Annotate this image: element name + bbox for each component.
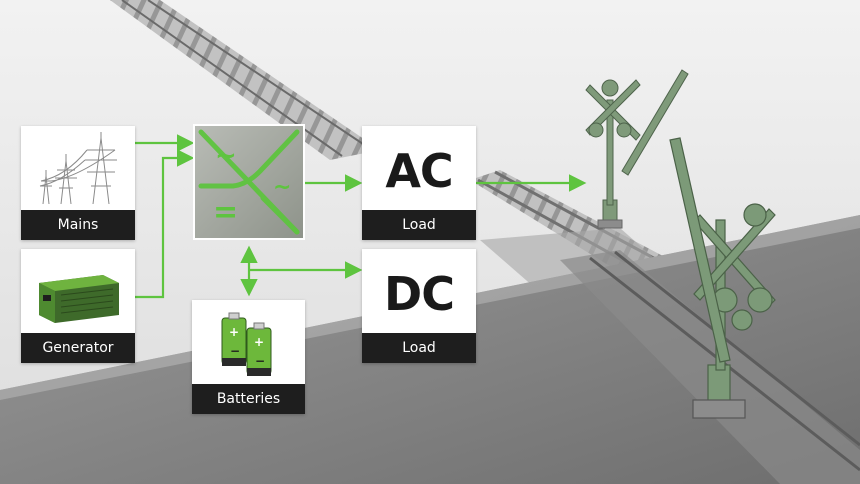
dc-load-title: DC (384, 267, 455, 321)
dc-load-card: DC Load (362, 249, 476, 363)
svg-text:−: − (230, 344, 240, 358)
generator-label: Generator (21, 333, 135, 363)
svg-text:+: + (229, 325, 239, 339)
ac-symbol-output: ~ (273, 175, 291, 200)
ac-dc-converter-icon: ~ ~ = (193, 124, 305, 240)
crossing-signal-far (585, 69, 689, 229)
dc-load-label: Load (362, 333, 476, 363)
ac-load-card: AC Load (362, 126, 476, 240)
batteries-label: Batteries (192, 384, 305, 414)
svg-text:−: − (255, 354, 265, 368)
batteries-card: + − + − Batteries (192, 300, 305, 414)
ac-load-label: Load (362, 210, 476, 240)
generator-icon (39, 275, 119, 323)
power-pylons-icon (39, 132, 117, 205)
mains-label: Mains (21, 210, 135, 240)
ac-symbol: ~ (215, 141, 237, 171)
generator-card: Generator (21, 249, 135, 363)
batteries-icon: + − + − (221, 312, 272, 376)
mains-card: Mains (21, 126, 135, 240)
crossing-signal-near (669, 137, 776, 419)
ac-load-title: AC (385, 144, 453, 198)
dc-symbol: = (213, 195, 238, 230)
svg-text:+: + (254, 335, 264, 349)
